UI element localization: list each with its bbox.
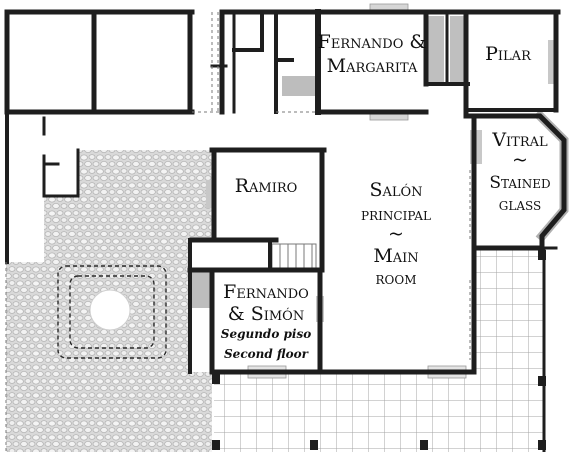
room-fernando-simon: Fernando & Simón Segundo piso Second flo…: [221, 281, 311, 361]
label-salon-5: room: [376, 269, 417, 289]
label-fernando-margarita-2: Margarita: [327, 55, 418, 77]
fountain: [89, 289, 131, 331]
label-vitral-2: ~: [512, 149, 528, 171]
label-salon-1: Salón: [369, 179, 422, 201]
label-vitral-4: glass: [499, 195, 541, 215]
courtyard: [6, 150, 212, 452]
fountain-inner-border: [69, 275, 155, 349]
room-ramiro: Ramiro: [235, 175, 298, 197]
label-second-floor: Second floor: [224, 347, 310, 361]
terrace-pillars: [212, 250, 546, 450]
label-salon-2: principal: [361, 205, 431, 225]
label-ramiro: Ramiro: [235, 175, 298, 197]
label-fernando-margarita-1: Fernando &: [318, 31, 427, 53]
label-salon-3: ~: [388, 223, 404, 245]
label-vitral-1: Vitral: [491, 129, 548, 151]
room-vitral: Vitral ~ Stained glass: [489, 129, 550, 215]
open-boundaries: [5, 12, 471, 452]
terrace-tiles: [214, 250, 544, 452]
label-pilar: Pilar: [485, 43, 532, 65]
label-segundo-piso: Segundo piso: [221, 327, 311, 341]
label-salon-4: Main: [373, 245, 418, 267]
room-pilar: Pilar: [485, 43, 532, 65]
label-fernando-simon-1: Fernando: [223, 281, 309, 303]
label-vitral-3: Stained: [489, 173, 550, 193]
steps: [271, 243, 317, 269]
label-fernando-simon-2: & Simón: [228, 303, 304, 325]
room-salon: Salón principal ~ Main room: [361, 179, 431, 289]
room-fernando-margarita: Fernando & Margarita: [318, 31, 427, 77]
fountain-outer-border: [57, 265, 167, 359]
walls: [4, 9, 569, 452]
